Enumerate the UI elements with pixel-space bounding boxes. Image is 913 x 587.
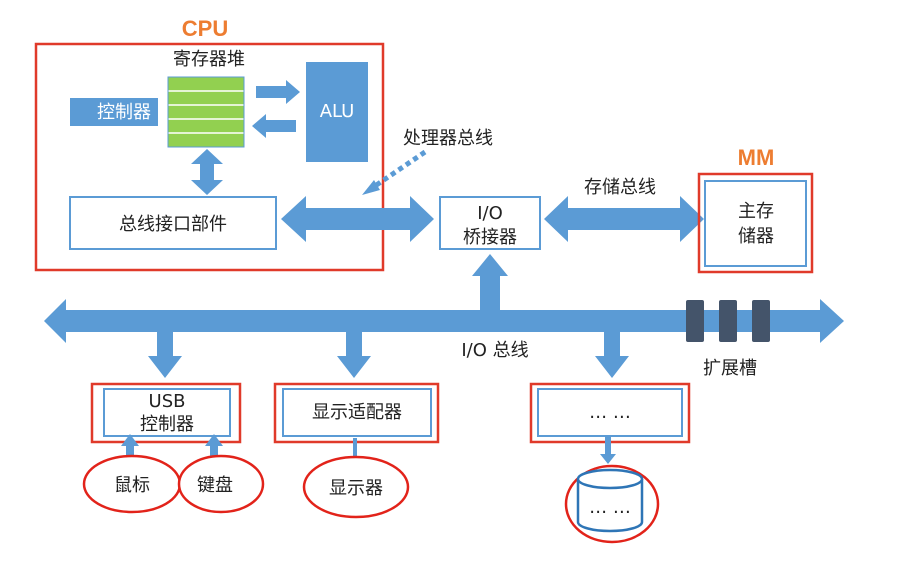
usb-controller-line2: 控制器 — [140, 414, 194, 435]
display-adapter-box — [282, 388, 432, 437]
io-bus-to-display-arrow — [337, 332, 371, 378]
other-controller-label: … … — [589, 402, 631, 423]
io-bridge-line1: I/O — [477, 203, 503, 224]
main-memory-line1: 主存 — [738, 201, 774, 222]
mouse-to-usb-arrow — [121, 434, 139, 462]
usb-controller-frame — [90, 382, 242, 444]
usb-controller-box — [103, 388, 231, 437]
io-bus-to-usb-arrow — [148, 332, 182, 378]
io-bus-to-other-arrow — [595, 332, 629, 378]
processor-bus-pointer-head — [362, 180, 380, 195]
cpu-frame — [34, 42, 385, 272]
mouse-label: 鼠标 — [114, 475, 150, 496]
expansion-slots — [686, 300, 770, 342]
controller-label: 控制器 — [97, 102, 151, 123]
processor-bus-arrow — [281, 196, 434, 242]
usb-controller-line1: USB — [149, 391, 186, 412]
processor-bus-label: 处理器总线 — [403, 128, 493, 149]
mm-frame — [697, 172, 814, 274]
io-bridge-box — [439, 196, 541, 250]
bus-interface-label: 总线接口部件 — [119, 214, 227, 235]
register-file — [167, 76, 245, 148]
mm-title: MM — [738, 145, 775, 170]
reg-bus-interface-arrow — [191, 149, 223, 195]
monitor-label: 显示器 — [329, 478, 383, 499]
memory-bus-label: 存储总线 — [584, 177, 656, 198]
controller-box — [70, 98, 158, 126]
other-controller-box — [537, 388, 683, 437]
expansion-slot — [719, 300, 737, 342]
disk-icon — [576, 468, 644, 533]
io-bus-label: I/O 总线 — [461, 340, 528, 361]
register-file-label: 寄存器堆 — [173, 49, 245, 70]
memory-bus-arrow — [544, 196, 704, 242]
main-memory-line2: 储器 — [738, 226, 774, 247]
keyboard-to-usb-arrow — [205, 434, 223, 462]
display-adapter-label: 显示适配器 — [312, 402, 402, 423]
keyboard-label: 键盘 — [197, 475, 233, 496]
bridge-io-bus-arrow — [472, 254, 508, 312]
expansion-slot — [752, 300, 770, 342]
disk-label: … … — [589, 497, 631, 518]
cpu-title: CPU — [182, 16, 228, 41]
processor-bus-pointer — [373, 149, 427, 189]
main-memory-box — [704, 180, 807, 267]
expansion-slot — [686, 300, 704, 342]
alu-label: ALU — [320, 101, 355, 122]
io-bridge-line2: 桥接器 — [463, 227, 517, 248]
alu-box — [306, 62, 368, 162]
keyboard-ellipse — [177, 454, 265, 514]
other-to-disk-arrow — [600, 436, 616, 464]
expansion-slot-label: 扩展槽 — [703, 358, 757, 379]
monitor-ellipse — [302, 455, 410, 519]
bus-interface-box — [69, 196, 277, 250]
io-bus-arrow — [44, 299, 844, 343]
alu-to-reg-arrow — [252, 114, 296, 138]
reg-to-alu-arrow — [256, 80, 300, 104]
